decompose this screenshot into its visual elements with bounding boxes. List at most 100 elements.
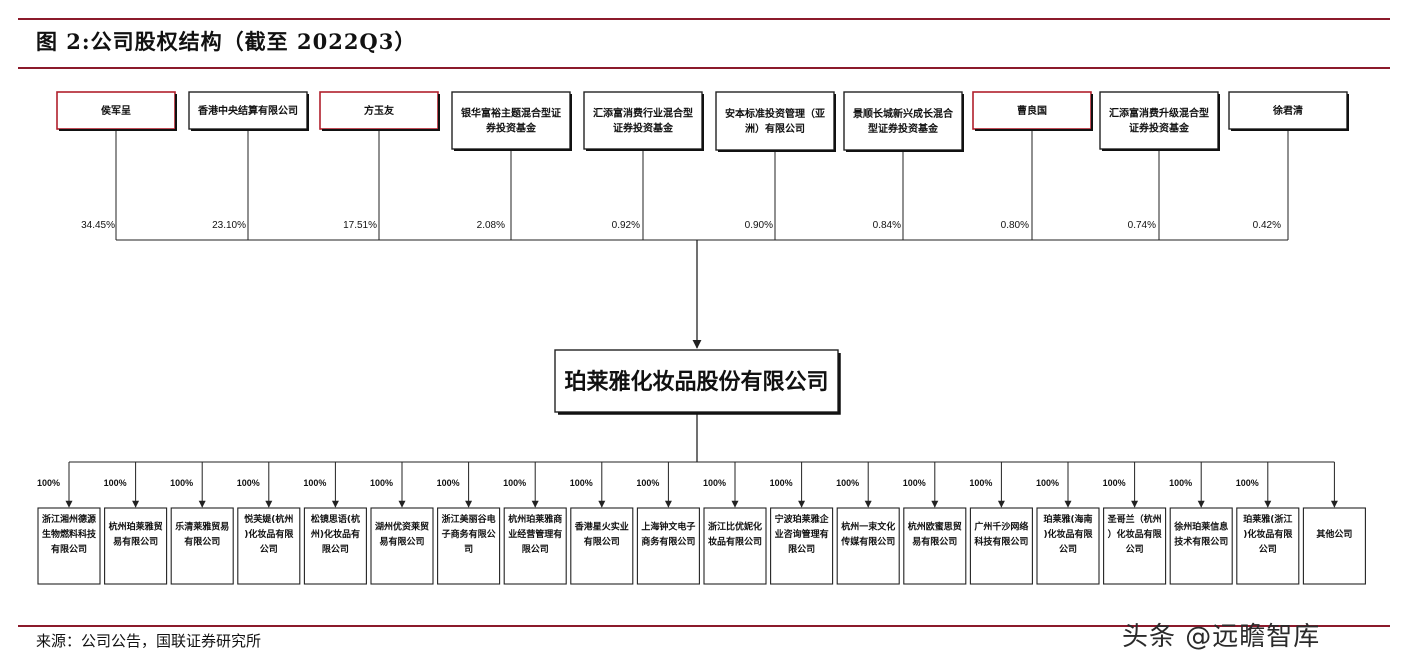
- subsidiary-name: 浙江比优妮化: [708, 521, 762, 533]
- shareholder-box: 香港中央结算有限公司: [188, 91, 309, 131]
- subsidiary-name: 乐清莱雅贸易: [175, 521, 229, 533]
- subsidiary-box-frame: [237, 507, 301, 585]
- shareholder-pct: 17.51%: [343, 220, 377, 231]
- subsidiary-box-frame: [503, 507, 567, 585]
- shareholder-box-shadow: [586, 94, 704, 151]
- shareholder-name: 汇添富消费升级混合型: [1109, 107, 1209, 120]
- subsidiary-box-frame: [903, 507, 967, 585]
- subsidiary-pct: 100%: [1169, 478, 1192, 488]
- subsidiary-box-frame: [37, 507, 101, 585]
- subsidiary-name: 易有限公司: [113, 536, 158, 548]
- subsidiary-name: 限公司: [788, 544, 815, 555]
- subsidiary-pct: 100%: [703, 478, 726, 488]
- shareholder-box-frame: [843, 91, 963, 151]
- subsidiary-name: )化妆品有限: [244, 528, 294, 540]
- company-box-frame: [554, 349, 839, 413]
- subsidiary-box-frame: [303, 507, 367, 585]
- shareholder-box: 方玉友: [319, 91, 440, 131]
- shareholder-box-frame: [715, 91, 835, 151]
- shareholder-name: 方玉友: [364, 104, 394, 117]
- shareholder-box-shadow: [454, 94, 572, 151]
- subsidiary-name: 香港星火实业: [574, 521, 629, 533]
- shareholder-name: 银华富裕主题混合型证: [461, 107, 561, 120]
- footer-rule: [18, 625, 1390, 627]
- subsidiary-name: 悦芙媞(杭州: [244, 513, 293, 525]
- subsidiary-name: 限公司: [322, 544, 349, 555]
- shareholder-box: 侯军呈: [56, 91, 177, 131]
- subsidiary-pct: 100%: [636, 478, 659, 488]
- shareholder-box-frame: [188, 91, 308, 130]
- subsidiary-box-frame: [437, 507, 501, 585]
- subsidiary-box-frame: [770, 507, 834, 585]
- subsidiary-pct: 100%: [437, 478, 460, 488]
- subsidiary-name: 公司: [260, 544, 278, 555]
- subsidiary-name: 其他公司: [1316, 528, 1352, 540]
- subsidiary-name: 传媒有限公司: [840, 536, 895, 548]
- shareholder-name: 徐君清: [1272, 104, 1303, 117]
- subsidiary-name: 松镜思语(杭: [311, 513, 360, 525]
- subsidiary-name: )化妆品有限: [1043, 528, 1093, 540]
- shareholder-pct: 23.10%: [212, 220, 246, 231]
- company-name: 珀莱雅化妆品股份有限公司: [564, 369, 828, 395]
- shareholder-box-shadow: [1231, 94, 1349, 131]
- subsidiary-name: 易有限公司: [912, 536, 957, 548]
- subsidiary-name: 业经营管理有: [508, 528, 562, 540]
- top-rule: [18, 18, 1390, 20]
- subsidiary-box-frame: [1103, 507, 1167, 585]
- subsidiary-pct: 100%: [37, 478, 60, 488]
- subsidiary-name: 杭州一束文化: [841, 521, 895, 533]
- subsidiary-name: 有限公司: [584, 536, 620, 548]
- shareholder-box-shadow: [322, 94, 440, 131]
- subsidiary-name: ）化妆品有限: [1108, 528, 1163, 540]
- subsidiary-name: 湖州优资莱贸: [375, 521, 429, 533]
- shareholder-box-frame: [583, 91, 703, 150]
- subsidiary-name: 珀莱雅(浙江: [1243, 513, 1292, 525]
- subsidiary-box-frame: [1302, 507, 1366, 585]
- subsidiary-pct: 100%: [1103, 478, 1126, 488]
- subsidiary-name: 浙江湘州德源: [42, 513, 96, 525]
- shareholder-name: 汇添富消费行业混合型: [593, 107, 693, 120]
- shareholder-name: 洲）有限公司: [745, 122, 805, 135]
- shareholder-name: 香港中央结算有限公司: [198, 104, 298, 117]
- subsidiary-name: )化妆品有限: [1243, 528, 1293, 540]
- subsidiary-name: 生物燃料科技: [42, 528, 97, 540]
- subsidiary-name: 珀莱雅(海南: [1043, 513, 1092, 525]
- subsidiary-pct: 100%: [104, 478, 127, 488]
- subsidiary-box-frame: [370, 507, 434, 585]
- subsidiary-pct: 100%: [370, 478, 393, 488]
- subsidiary-name: 上海钟文电子: [641, 521, 695, 533]
- subsidiary-pct: 100%: [1036, 478, 1059, 488]
- subsidiary-box-frame: [1169, 507, 1233, 585]
- watermark-text: 头条 @远瞻智库: [1122, 622, 1321, 652]
- shareholder-pct: 2.08%: [477, 220, 505, 231]
- subsidiary-pct: 100%: [170, 478, 193, 488]
- shareholder-name: 证券投资基金: [1129, 122, 1190, 135]
- shareholder-box-shadow: [718, 94, 836, 152]
- subsidiary-name: 杭州欧蜜思贸: [908, 521, 962, 533]
- shareholder-pct: 0.80%: [1001, 220, 1029, 231]
- shareholder-pct: 0.42%: [1253, 220, 1281, 231]
- source-note: 来源：公司公告，国联证券研究所: [36, 632, 262, 650]
- subsidiary-box-frame: [703, 507, 767, 585]
- shareholder-box-frame: [1099, 91, 1219, 150]
- shareholder-pct: 0.74%: [1128, 220, 1156, 231]
- subsidiary-name: 科技有限公司: [974, 536, 1028, 548]
- subsidiary-name: 杭州珀莱雅商: [508, 513, 562, 525]
- shareholder-pct: 0.92%: [612, 220, 640, 231]
- subsidiary-name: 杭州珀莱雅贸: [109, 521, 163, 533]
- subsidiary-box-frame: [969, 507, 1033, 585]
- shareholder-name: 安本标准投资管理（亚: [725, 107, 825, 120]
